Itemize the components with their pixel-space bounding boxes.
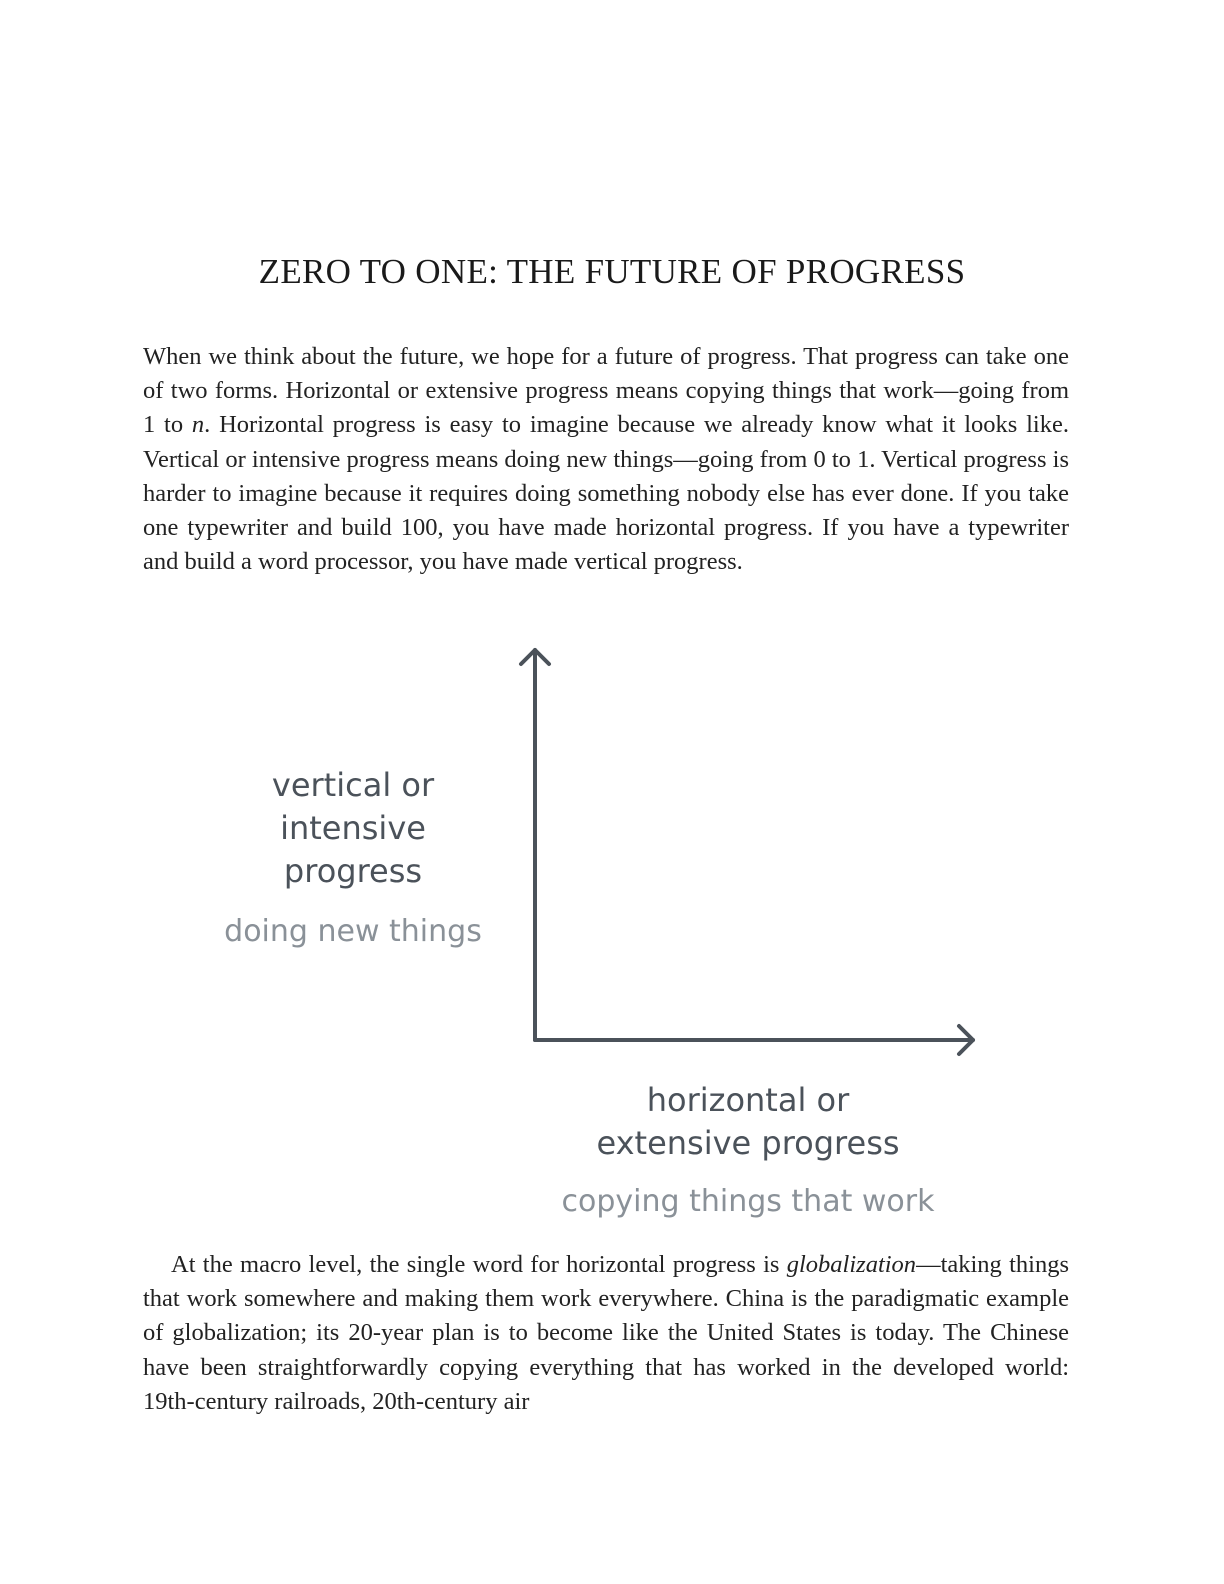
macro-paragraph-text-2: —taking things that work somewhere and m… — [143, 1251, 1069, 1415]
vertical-axis-subtitle: doing new things — [224, 914, 482, 949]
vertical-axis-title: vertical or intensive progress — [222, 764, 484, 893]
intro-paragraph-italic-n: n — [191, 411, 205, 439]
macro-paragraph-italic-globalization: globalization — [786, 1251, 917, 1278]
axes-lines — [519, 648, 975, 1056]
horizontal-axis-title-line-2: extensive progress — [596, 1124, 900, 1162]
horizontal-axis-title-line-1: horizontal or — [646, 1081, 850, 1119]
intro-paragraph-text-2: . Horizontal progress is easy to imagine… — [143, 411, 1069, 576]
macro-paragraph-text-1: At the macro level, the single word for … — [171, 1251, 787, 1278]
vertical-axis-title-line-1: vertical or — [271, 766, 435, 804]
vertical-axis-title-line-3: progress — [283, 852, 423, 890]
vertical-axis-arrowhead-icon — [519, 648, 551, 666]
vertical-axis-title-line-2: intensive — [280, 809, 426, 847]
page-title: ZERO TO ONE: THE FUTURE OF PROGRESS — [258, 252, 966, 291]
horizontal-axis-title: horizontal or extensive progress — [560, 1079, 936, 1165]
intro-paragraph: When we think about the future, we hope … — [143, 340, 1069, 579]
horizontal-axis-arrowhead-icon — [957, 1024, 975, 1056]
intro-paragraph-text-1: When we think about the future, we hope … — [143, 343, 1069, 439]
macro-level-paragraph: At the macro level, the single word for … — [143, 1248, 1069, 1419]
horizontal-axis-subtitle: copying things that work — [561, 1184, 935, 1219]
